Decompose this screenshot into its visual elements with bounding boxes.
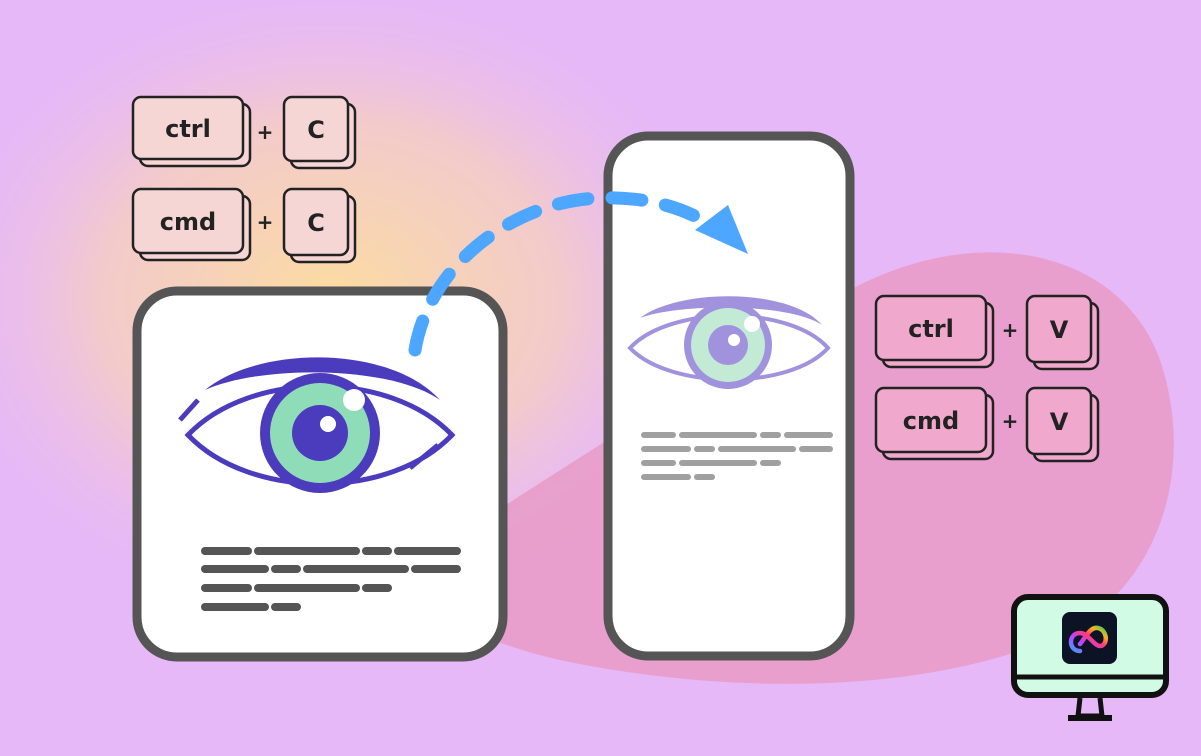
plus-sign: +	[257, 210, 274, 234]
phone-document	[603, 131, 855, 661]
eye-icon	[178, 357, 456, 493]
key-v: V	[1050, 408, 1069, 436]
key-ctrl: ctrl	[165, 115, 211, 143]
key-c: C	[307, 209, 325, 237]
key-cmd: cmd	[160, 208, 216, 236]
plus-sign: +	[1002, 318, 1019, 342]
plus-sign: +	[257, 120, 274, 144]
text-lines	[201, 547, 461, 611]
text-lines	[641, 432, 833, 480]
copy-arrow	[408, 191, 748, 357]
copy-shortcut-ctrl-c: ctrl + C	[131, 95, 357, 170]
key-c: C	[307, 116, 325, 144]
source-document	[132, 286, 508, 662]
eye-icon	[627, 296, 831, 389]
key-cmd: cmd	[903, 407, 959, 435]
plus-sign: +	[1002, 409, 1019, 433]
creative-cloud-icon	[1062, 612, 1117, 664]
key-v: V	[1050, 316, 1069, 344]
key-ctrl: ctrl	[908, 315, 954, 343]
paste-shortcut-ctrl-v: ctrl + V	[874, 294, 1100, 371]
copy-shortcut-cmd-c: cmd + C	[131, 187, 357, 264]
paste-shortcut-cmd-v: cmd + V	[874, 386, 1100, 463]
monitor-icon	[1011, 594, 1169, 721]
